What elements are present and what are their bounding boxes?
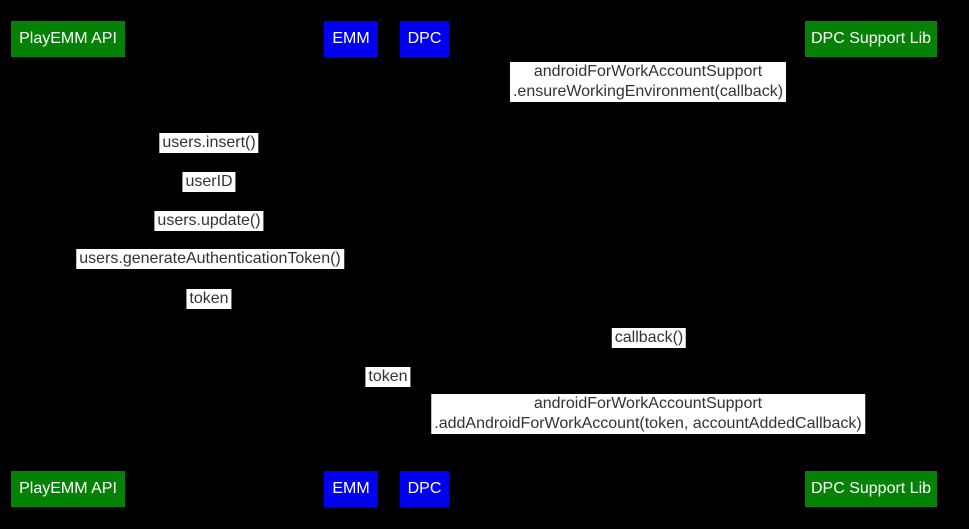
actor-playemm-api-top: PlayEMM API — [11, 21, 125, 57]
actor-playemm-api-bottom: PlayEMM API — [11, 471, 125, 507]
actor-dpc-bottom: DPC — [400, 471, 449, 507]
message-line: users.generateAuthenticationToken() — [79, 250, 341, 267]
actor-dpc-support-lib-bottom: DPC Support Lib — [805, 471, 937, 507]
message-line: androidForWorkAccountSupport — [533, 63, 763, 80]
message-line: token — [368, 368, 408, 385]
message-line: users.update() — [157, 212, 261, 229]
message-token-forward: token — [365, 367, 411, 387]
message-token-return: token — [186, 289, 232, 309]
message-line: userID — [185, 173, 233, 190]
actor-dpc-support-lib-top: DPC Support Lib — [805, 21, 937, 57]
message-line: token — [189, 290, 229, 307]
message-line: .ensureWorkingEnvironment(callback) — [512, 83, 784, 100]
message-line: users.insert() — [162, 134, 256, 151]
message-generate-authentication-token: users.generateAuthenticationToken() — [76, 249, 344, 269]
message-ensure-working-environment: androidForWorkAccountSupport .ensureWork… — [509, 62, 787, 102]
actor-emm-bottom: EMM — [324, 471, 378, 507]
actor-emm-top: EMM — [324, 21, 378, 57]
message-line: androidForWorkAccountSupport — [533, 395, 763, 412]
message-line: .addAndroidForWorkAccount(token, account… — [434, 415, 862, 432]
message-users-insert: users.insert() — [159, 133, 259, 153]
message-line: callback() — [614, 329, 684, 346]
message-userid: userID — [182, 172, 236, 192]
actor-dpc-top: DPC — [400, 21, 449, 57]
message-add-android-for-work-account: androidForWorkAccountSupport .addAndroid… — [431, 394, 865, 434]
message-users-update: users.update() — [154, 211, 264, 231]
message-callback: callback() — [611, 328, 687, 348]
